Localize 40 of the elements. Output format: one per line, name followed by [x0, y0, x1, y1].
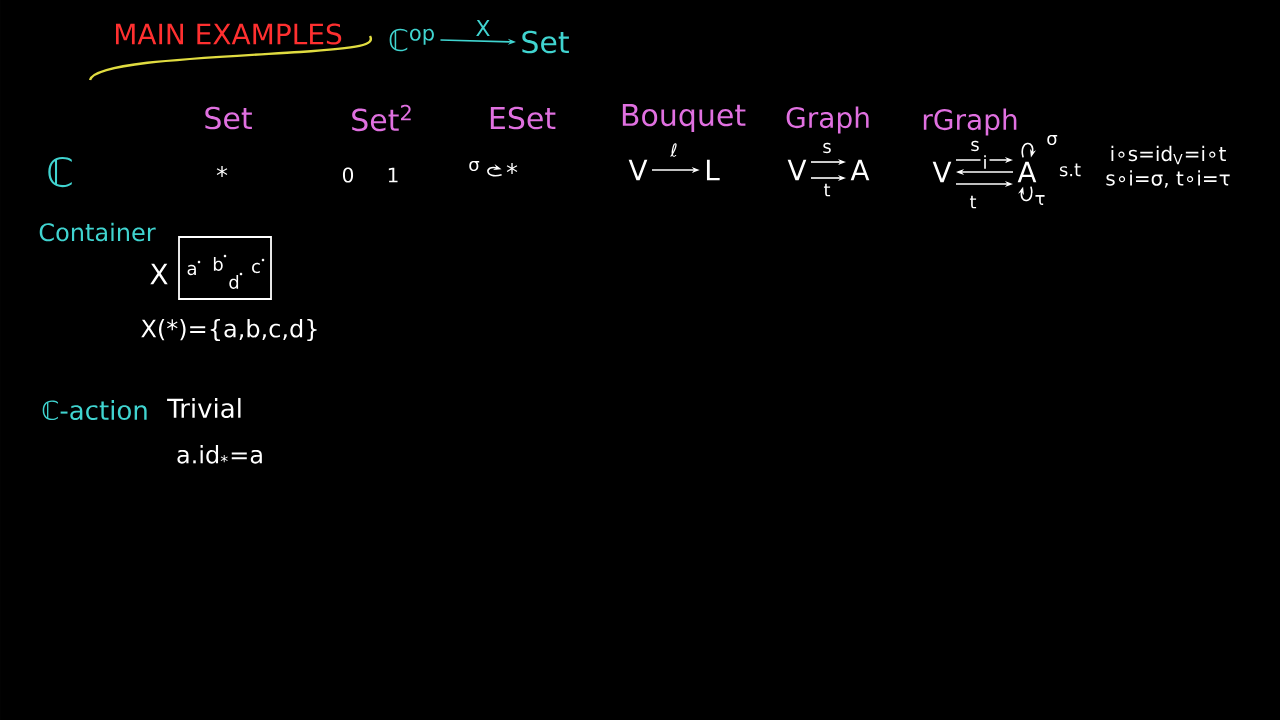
note: 0 [342, 167, 354, 183]
note: a.id$_{*}$=a [177, 445, 262, 464]
note: * [216, 166, 228, 178]
edge-label: ℓ [668, 141, 680, 159]
element-label: d [229, 272, 243, 289]
object-label: V [787, 159, 807, 181]
element-label: b [213, 254, 227, 271]
heading: ℂ [48, 156, 72, 188]
element-label: c [252, 258, 265, 274]
title: MAIN EXAMPLES [116, 23, 342, 45]
object-label: L [706, 159, 720, 181]
note: s∘i=σ, t∘i=τ [1106, 170, 1230, 188]
edge-label: t [967, 193, 979, 211]
category-name: Set [205, 106, 252, 130]
heading: ℂ-action [42, 399, 147, 421]
category-name: Bouquet [622, 103, 746, 133]
set-name: X [150, 263, 168, 285]
category-name: Graph [786, 106, 869, 134]
note: 1 [388, 167, 398, 183]
note: s.t [1059, 163, 1081, 177]
note: Trivial [167, 397, 241, 419]
element-label: a [187, 260, 201, 276]
object-label: * [506, 163, 518, 175]
edge-label: t [821, 181, 833, 199]
edge-label: i [980, 153, 990, 171]
object-label: A [850, 159, 870, 181]
note: i∘s=id$_{V}$=i∘t [1111, 145, 1226, 165]
category-name: rGraph [923, 108, 1017, 136]
heading: Container [39, 222, 156, 242]
edge-label: X [473, 18, 493, 39]
object-label: ℂ$^{op}$ [389, 28, 434, 52]
arrow [1021, 142, 1036, 159]
object-label: Set [522, 30, 569, 54]
object-label: V [932, 161, 952, 183]
arrow [487, 164, 503, 177]
category-name: Set$^{2}$ [352, 104, 411, 132]
object-label: A [1017, 161, 1037, 183]
arrow [1018, 185, 1033, 202]
object-label: V [628, 159, 648, 181]
category-name: ESet [490, 106, 556, 130]
